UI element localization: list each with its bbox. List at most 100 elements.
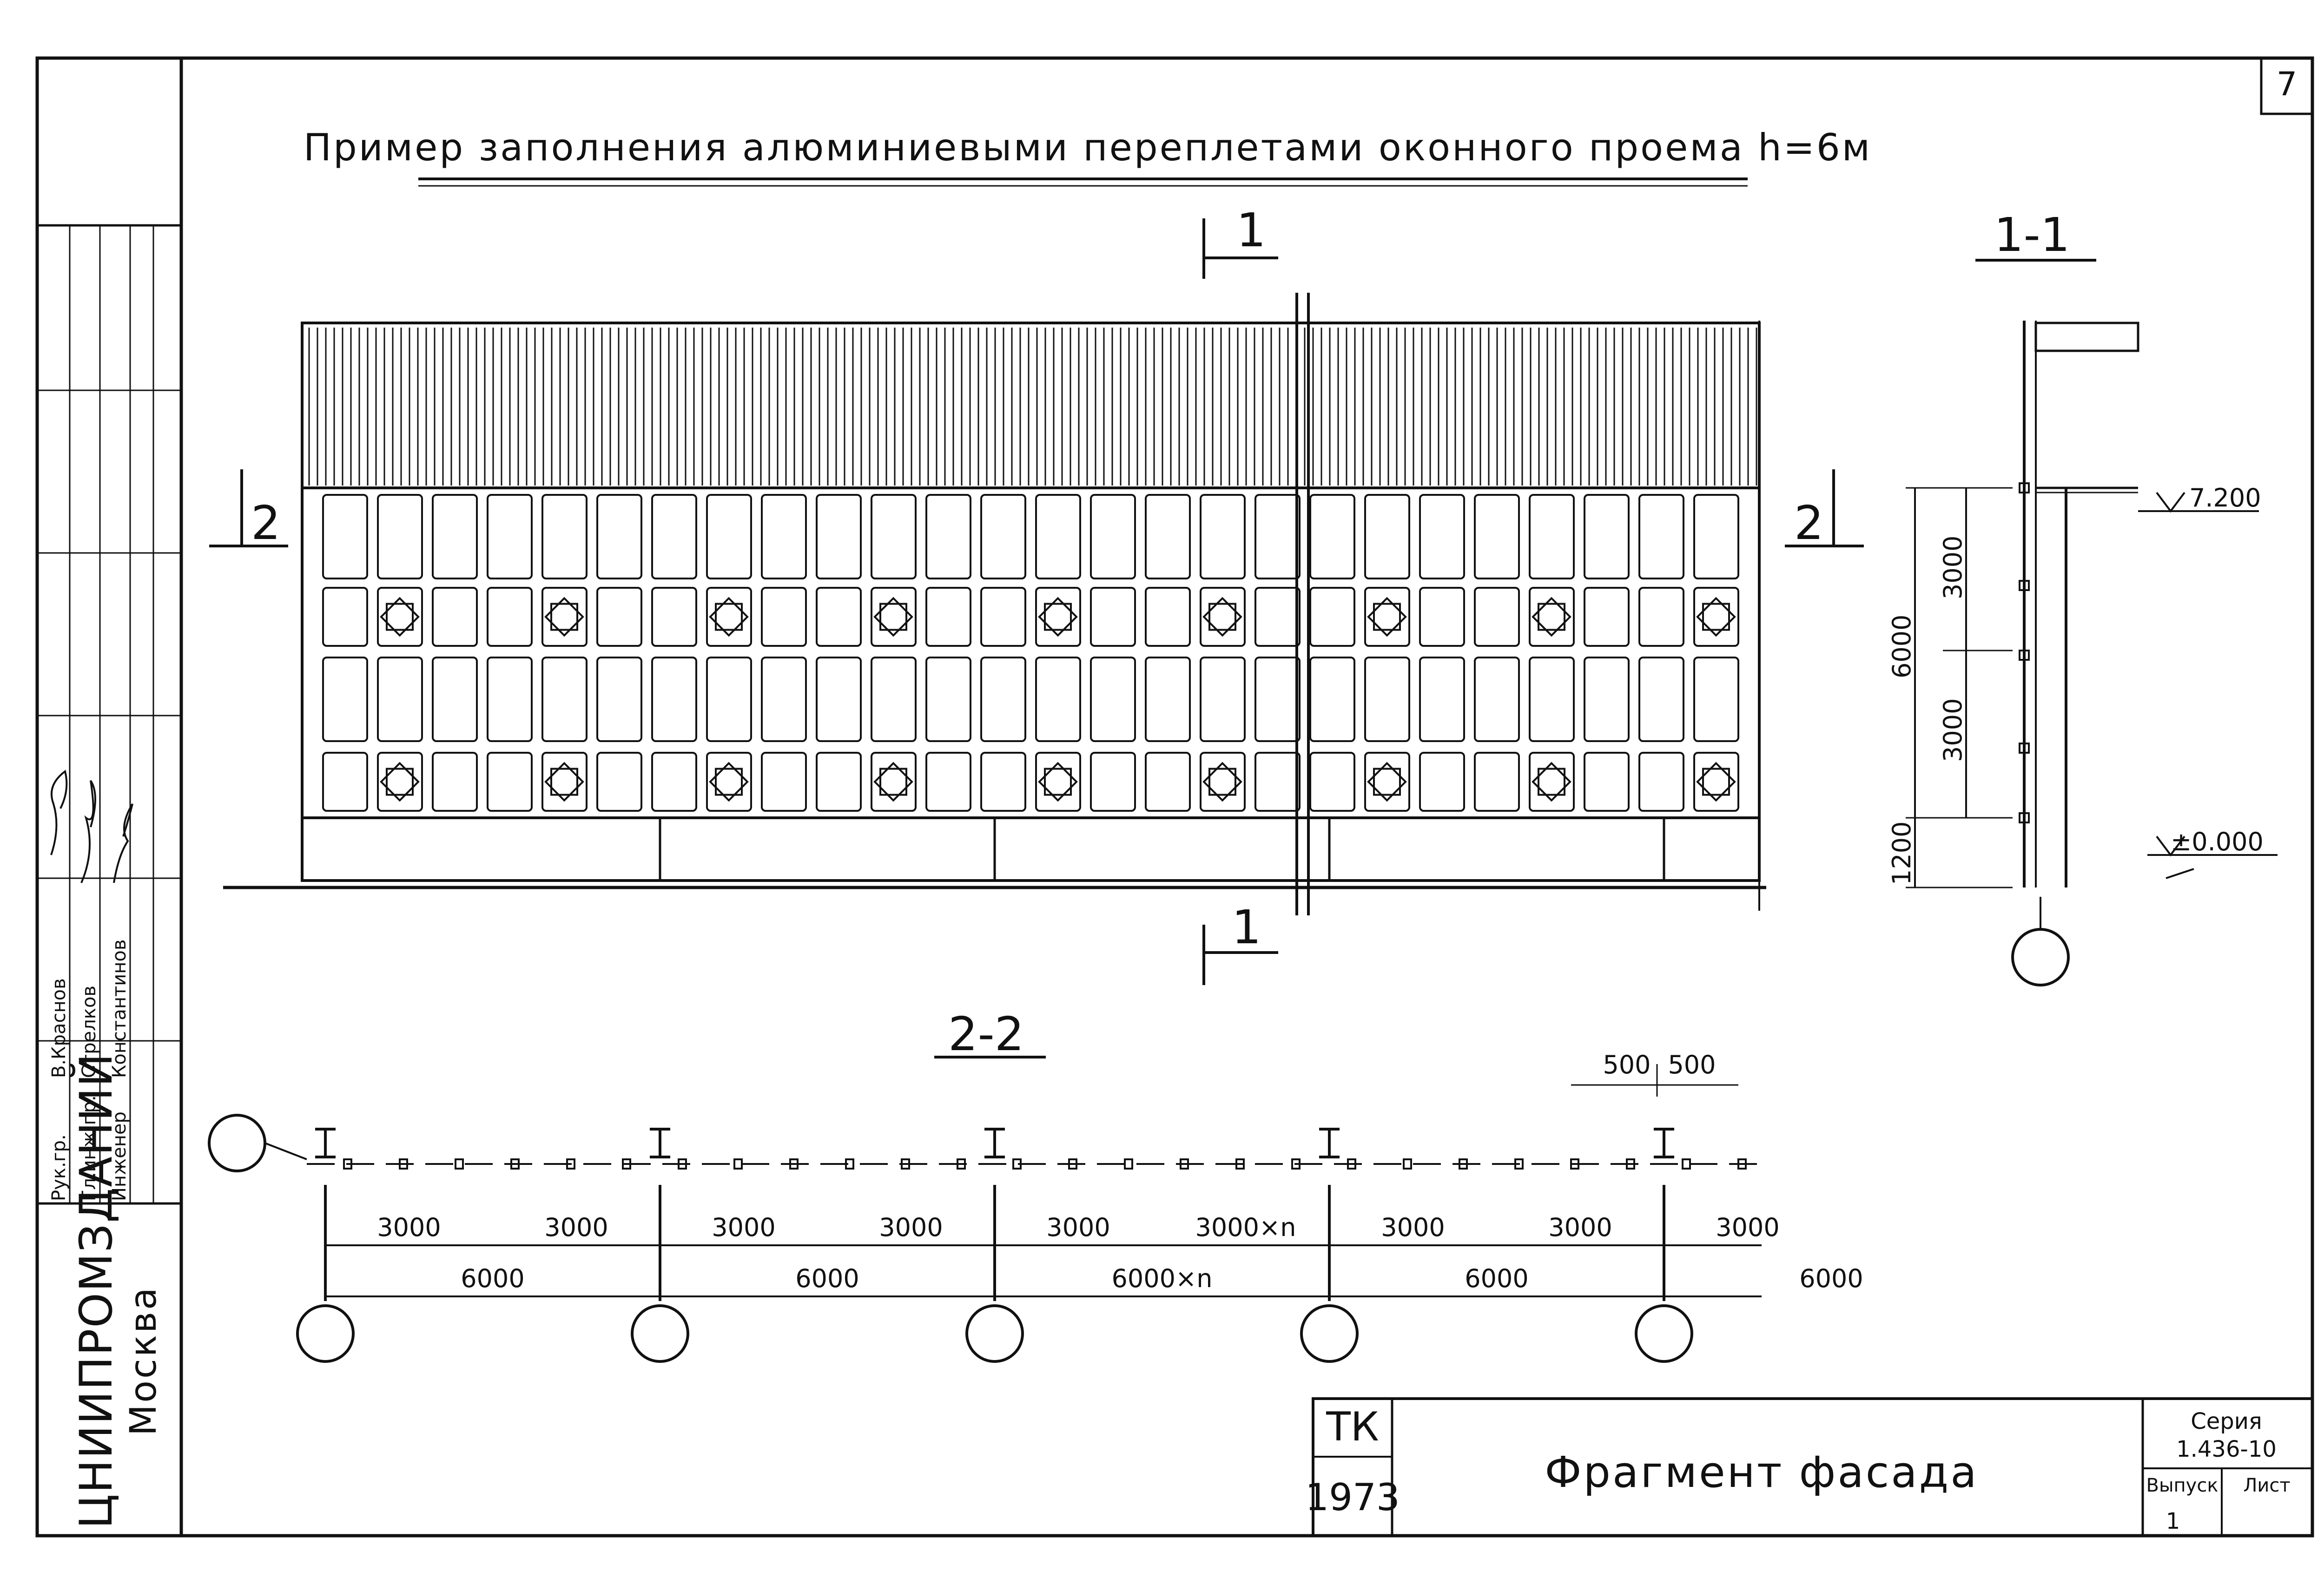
- vent-pane: [925, 752, 971, 812]
- mullion: [1737, 1158, 1747, 1170]
- plan-dim-3000: 3000: [879, 1213, 943, 1242]
- mullion: [1180, 1158, 1189, 1170]
- vent-frame: [386, 603, 414, 631]
- vent-pane: [1364, 587, 1410, 647]
- mullion: [1012, 1158, 1022, 1170]
- vent-pane: [487, 587, 533, 647]
- window-pane: [1529, 657, 1575, 742]
- mullion: [1068, 1158, 1077, 1170]
- section-1-1-label: 1-1: [1994, 208, 2070, 262]
- mullion: [1459, 1158, 1468, 1170]
- vent-frame: [879, 603, 907, 631]
- vent-frame: [550, 768, 578, 796]
- mullion: [1514, 1158, 1524, 1170]
- issue-label: Выпуск: [2146, 1475, 2218, 1496]
- window-pane: [816, 494, 862, 579]
- vent-pane: [1584, 587, 1630, 647]
- vent-pane: [651, 752, 697, 812]
- section-1-1-dim-total: 6000: [1887, 615, 1916, 678]
- mullion: [1570, 1158, 1579, 1170]
- vent-pane: [761, 587, 807, 647]
- mullion: [845, 1158, 854, 1170]
- plan-dim-6000: 6000: [795, 1264, 859, 1293]
- window-pane: [541, 494, 588, 579]
- mullion: [455, 1158, 464, 1170]
- vent-frame: [386, 768, 414, 796]
- window-pane: [1638, 657, 1684, 742]
- window-pane: [1309, 657, 1355, 742]
- window-pane: [432, 494, 478, 579]
- window-pane: [1254, 494, 1301, 579]
- vent-pane: [596, 752, 642, 812]
- plan-dim-3000: 3000: [377, 1213, 441, 1242]
- plan-dim-3000: 3000: [544, 1213, 608, 1242]
- vent-pane: [925, 587, 971, 647]
- vent-pane: [1364, 752, 1410, 812]
- vent-pane: [1638, 752, 1684, 812]
- mullion: [566, 1158, 575, 1170]
- vent-pane: [1474, 752, 1520, 812]
- stamp-name-3: Константинов: [109, 940, 130, 1078]
- vent-frame: [715, 603, 743, 631]
- window-pane: [1529, 494, 1575, 579]
- vent-frame: [715, 768, 743, 796]
- stamp-role-2: Гл.инж.пр.: [79, 1095, 100, 1201]
- title-block-year: 1973: [1305, 1476, 1400, 1519]
- vent-frame: [1373, 603, 1401, 631]
- section-1-1-dim-sill: 1200: [1887, 822, 1916, 885]
- window-pane: [1200, 494, 1246, 579]
- window-pane: [1145, 657, 1191, 742]
- window-pane: [871, 657, 917, 742]
- section-mark-1-top: 1: [1236, 203, 1266, 257]
- window-pane: [651, 494, 697, 579]
- vent-pane: [1474, 587, 1520, 647]
- window-pane: [1200, 657, 1246, 742]
- stamp-name-2: Стрелков: [79, 986, 100, 1078]
- window-pane: [1584, 494, 1630, 579]
- section-mark-1-bottom: 1: [1232, 900, 1261, 954]
- section-1-1-dim-lower: 3000: [1938, 698, 1967, 762]
- vent-pane: [1145, 587, 1191, 647]
- vent-pane: [541, 752, 588, 812]
- axis-bubble: [1635, 1304, 1693, 1363]
- axis-bubble: [1300, 1304, 1359, 1363]
- window-pane: [322, 494, 368, 579]
- vent-pane: [1309, 752, 1355, 812]
- series-value: 1.436-10: [2176, 1436, 2277, 1462]
- vent-pane: [651, 587, 697, 647]
- window-pane: [925, 657, 971, 742]
- window-pane: [651, 657, 697, 742]
- mullion: [1682, 1158, 1691, 1170]
- window-pane: [1364, 494, 1410, 579]
- window-pane: [1419, 657, 1465, 742]
- window-pane: [761, 494, 807, 579]
- window-pane: [1090, 494, 1136, 579]
- vent-frame: [879, 768, 907, 796]
- window-pane: [432, 657, 478, 742]
- vent-pane: [1035, 587, 1081, 647]
- window-pane: [1584, 657, 1630, 742]
- section-2-2-label: 2-2: [948, 1007, 1024, 1061]
- section-mark-2-right: 2: [1794, 496, 1824, 550]
- sheet-label: Лист: [2243, 1475, 2290, 1496]
- vent-pane: [871, 587, 917, 647]
- section-markers: [209, 218, 1864, 985]
- left-stamp: ЦНИИПРОМЗДАНИЙ Москва Рук.гр. В.Краснов …: [48, 769, 165, 1529]
- mullion: [343, 1158, 352, 1170]
- vent-pane: [1638, 587, 1684, 647]
- plan-dim-500-right: 500: [1668, 1050, 1716, 1079]
- vent-pane: [706, 752, 752, 812]
- vent-pane: [1090, 587, 1136, 647]
- plan-dim-6000: 6000: [1465, 1264, 1528, 1293]
- vent-frame: [550, 603, 578, 631]
- vent-pane: [596, 587, 642, 647]
- axis-bubble: [965, 1304, 1024, 1363]
- vent-pane: [1529, 587, 1575, 647]
- vent-pane: [377, 587, 423, 647]
- mullion: [1235, 1158, 1245, 1170]
- window-pane: [1474, 494, 1520, 579]
- mullion: [1124, 1158, 1133, 1170]
- window-pane: [980, 657, 1026, 742]
